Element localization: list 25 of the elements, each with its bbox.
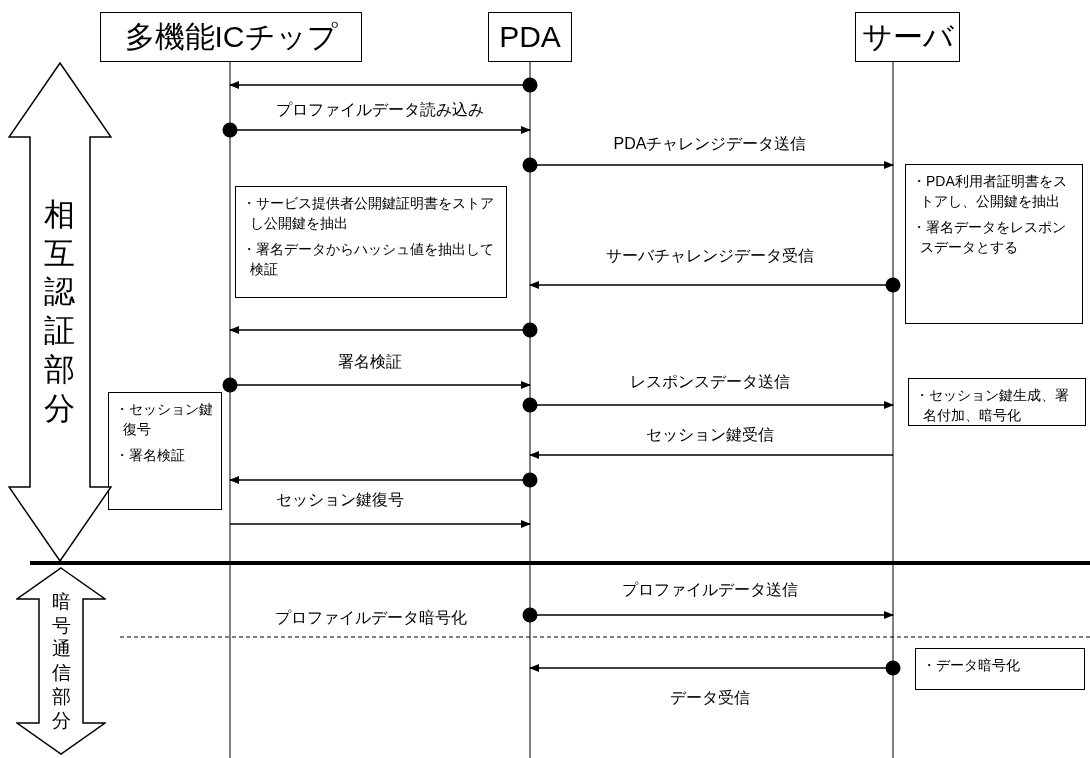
participant-box: サーバ xyxy=(855,12,960,62)
annotation-text: プロファイルデータ暗号化 xyxy=(275,608,467,628)
message-arrow xyxy=(522,397,894,413)
note-box: ・セッション鍵生成、署名付加、暗号化 xyxy=(908,378,1086,426)
section-band xyxy=(16,567,106,755)
message-arrow xyxy=(222,377,531,393)
participant-box: 多機能ICチップ xyxy=(100,12,362,62)
message-arrow xyxy=(522,157,894,173)
edge-label: サーバチャレンジデータ受信 xyxy=(603,246,817,267)
message-arrow xyxy=(529,451,894,459)
message-arrow xyxy=(229,77,538,93)
section-band xyxy=(8,62,112,562)
participant-box: PDA xyxy=(488,12,572,62)
section-label: 暗号通信部分 xyxy=(51,589,71,733)
note-box: ・データ暗号化 xyxy=(915,648,1085,690)
message-arrow xyxy=(229,520,531,528)
message-arrow xyxy=(222,122,531,138)
message-arrow xyxy=(529,277,901,293)
message-arrow xyxy=(229,322,538,338)
message-arrow xyxy=(229,472,538,488)
message-arrow xyxy=(529,660,901,676)
note-box: ・PDA利用者証明書をストアし、公開鍵を抽出 ・署名データをレスポンスデータとする xyxy=(905,164,1083,324)
message-arrow xyxy=(522,607,894,623)
edge-label: データ受信 xyxy=(667,688,753,709)
note-box: ・サービス提供者公開鍵証明書をストアし公開鍵を抽出 ・署名データからハッシュ値を抽出して検証 xyxy=(235,186,507,298)
